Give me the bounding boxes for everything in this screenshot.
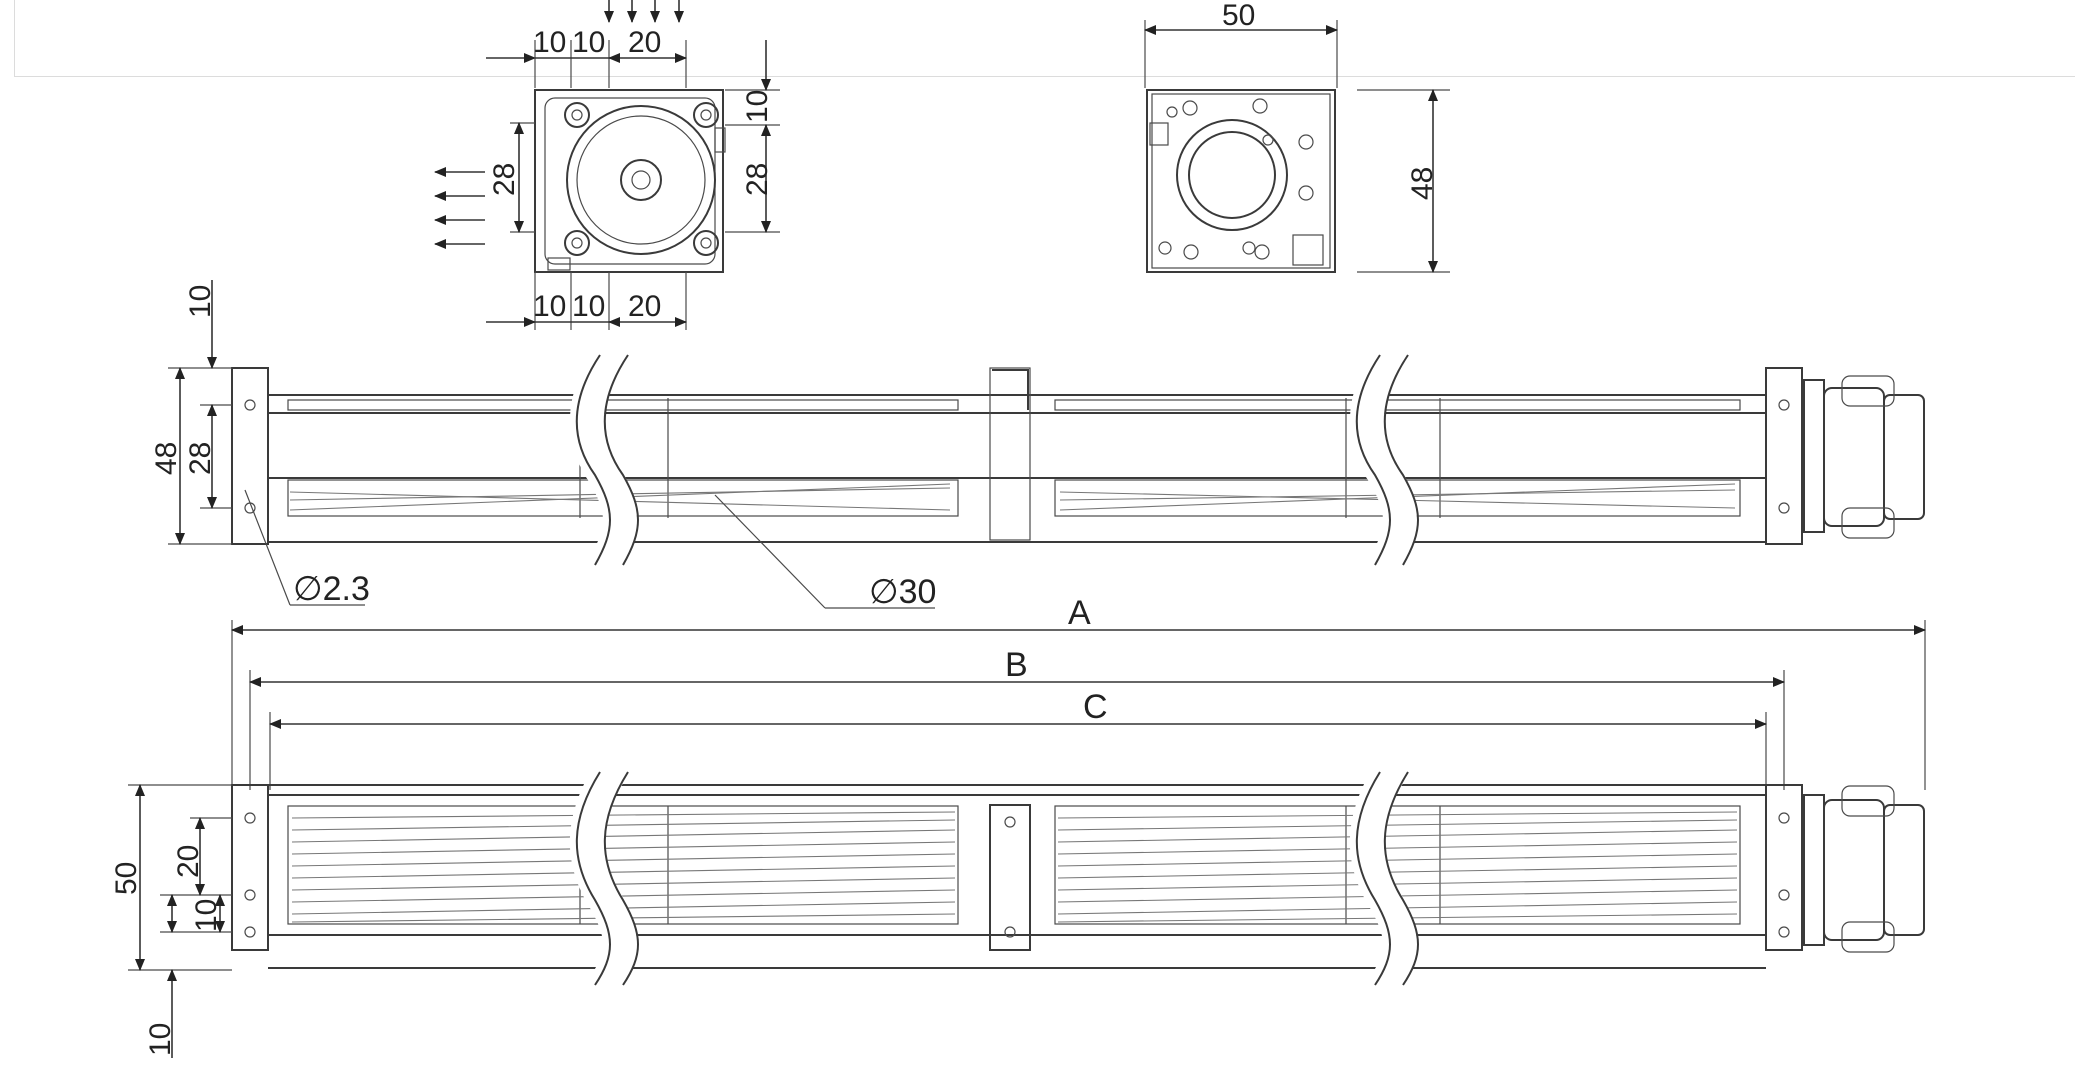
side-height-28: 28 [184, 442, 217, 475]
rotor-blades-front [291, 811, 1738, 923]
window-frame [14, 0, 2075, 77]
blower-side-view: 10 48 28 ∅2.3 ∅30 [150, 280, 1925, 611]
mounting-hole-diameter: ∅2.3 [293, 570, 370, 608]
left-dim-28: 28 [488, 163, 521, 196]
top-dim-10b: 10 [572, 26, 605, 59]
motor-side-view: 10 10 20 10 28 28 10 10 20 [434, 0, 780, 330]
front-height-10: 10 [190, 899, 223, 932]
end-width-50: 50 [1222, 0, 1255, 32]
bottom-dim-10a: 10 [533, 290, 566, 323]
airflow-arrows-left [434, 167, 485, 249]
rotor-diameter: ∅30 [869, 573, 936, 611]
length-dimensions: A B C [231, 594, 1926, 790]
right-dim-10: 10 [741, 90, 774, 123]
bottom-dim-20: 20 [628, 290, 661, 323]
dim-A: A [1068, 594, 1091, 632]
airflow-arrows-top [604, 0, 684, 23]
blower-front-view: 50 20 10 10 [110, 762, 1925, 1058]
top-dim-10a: 10 [533, 26, 566, 59]
front-bottom-10: 10 [144, 1023, 177, 1056]
dim-B: B [1005, 646, 1028, 684]
side-top-10: 10 [184, 285, 217, 318]
end-plate-view: 50 48 [1144, 0, 1450, 273]
end-height-48: 48 [1406, 167, 1439, 200]
top-dim-20: 20 [628, 26, 661, 59]
dim-C: C [1083, 688, 1108, 726]
front-height-50: 50 [110, 862, 143, 895]
rotor-blades-side [289, 483, 1736, 511]
right-dim-28: 28 [741, 163, 774, 196]
bottom-dim-10b: 10 [572, 290, 605, 323]
side-height-48: 48 [150, 442, 183, 475]
front-height-20: 20 [172, 845, 205, 878]
